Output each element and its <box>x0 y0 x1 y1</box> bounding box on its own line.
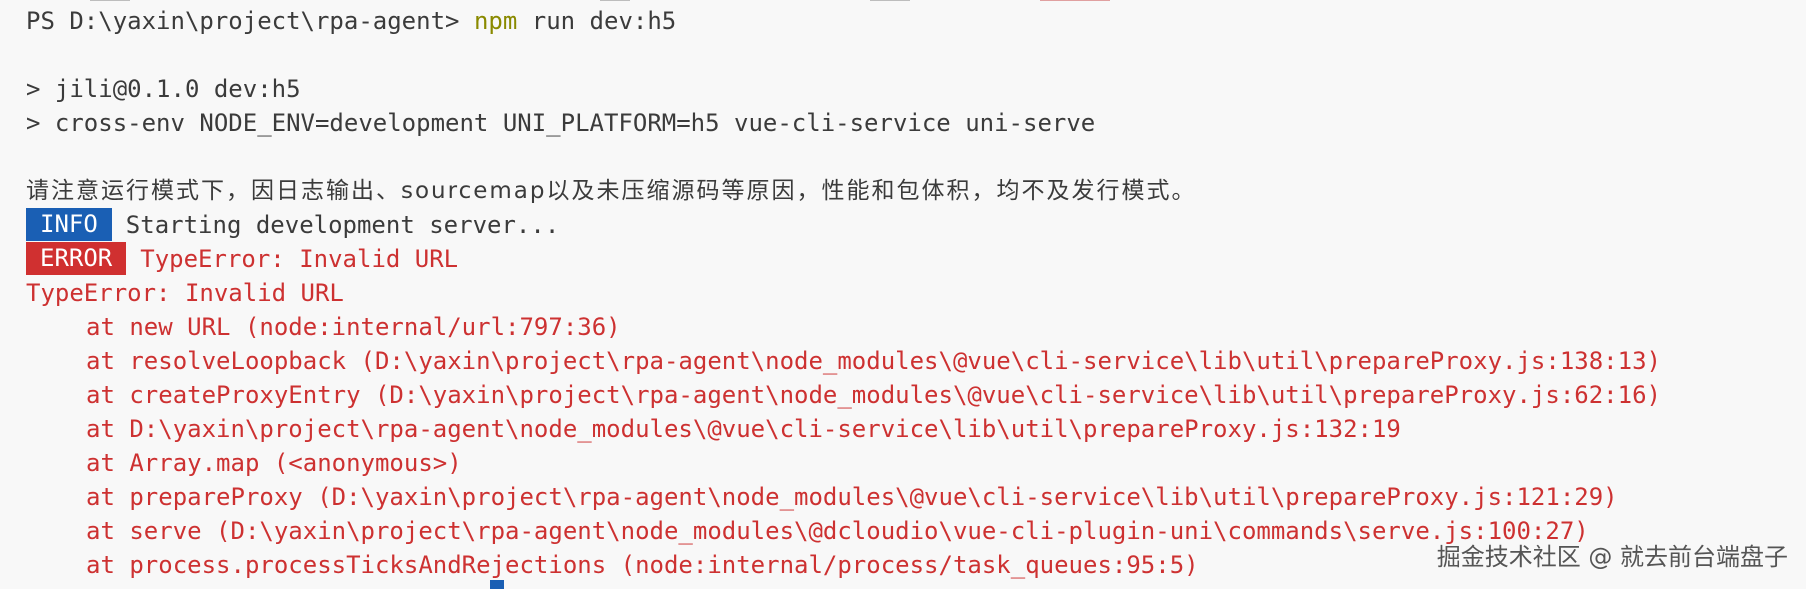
error-title-line: TypeError: Invalid URL <box>26 279 344 307</box>
stack-frame: at createProxyEntry (D:\yaxin\project\rp… <box>86 381 1661 409</box>
command-args: run dev:h5 <box>517 7 677 35</box>
stack-frame: at D:\yaxin\project\rpa-agent\node_modul… <box>86 415 1401 443</box>
stack-frame: at resolveLoopback (D:\yaxin\project\rpa… <box>86 347 1661 375</box>
command-name: npm <box>473 7 518 35</box>
stack-frame: at process.processTicksAndRejections (no… <box>86 551 1199 579</box>
info-badge: INFO <box>26 208 112 241</box>
info-message: Starting development server... <box>125 211 560 239</box>
error-line: ERROR TypeError: Invalid URL <box>26 242 458 276</box>
info-line: INFO Starting development server... <box>26 208 559 242</box>
clipped-previous-line <box>0 0 1806 4</box>
stack-frame: at Array.map (<anonymous>) <box>86 449 462 477</box>
terminal-cursor <box>490 580 504 589</box>
error-badge: ERROR <box>26 242 127 275</box>
watermark: 掘金技术社区 @ 就去前台端盘子 <box>1436 543 1788 571</box>
stack-frame: at new URL (node:internal/url:797:36) <box>86 313 621 341</box>
error-message: TypeError: Invalid URL <box>140 245 459 273</box>
stack-frame: at serve (D:\yaxin\project\rpa-agent\nod… <box>86 517 1589 545</box>
script-name-line: > jili@0.1.0 dev:h5 <box>26 75 301 103</box>
shell-prompt: PS D:\yaxin\project\rpa-agent> <box>26 7 474 35</box>
script-command-line: > cross-env NODE_ENV=development UNI_PLA… <box>26 109 1096 137</box>
notice-line: 请注意运行模式下，因日志输出、sourcemap以及未压缩源码等原因，性能和包体… <box>26 178 1197 204</box>
prompt-line: PS D:\yaxin\project\rpa-agent> npm run d… <box>26 4 676 38</box>
stack-frame: at prepareProxy (D:\yaxin\project\rpa-ag… <box>86 483 1618 511</box>
